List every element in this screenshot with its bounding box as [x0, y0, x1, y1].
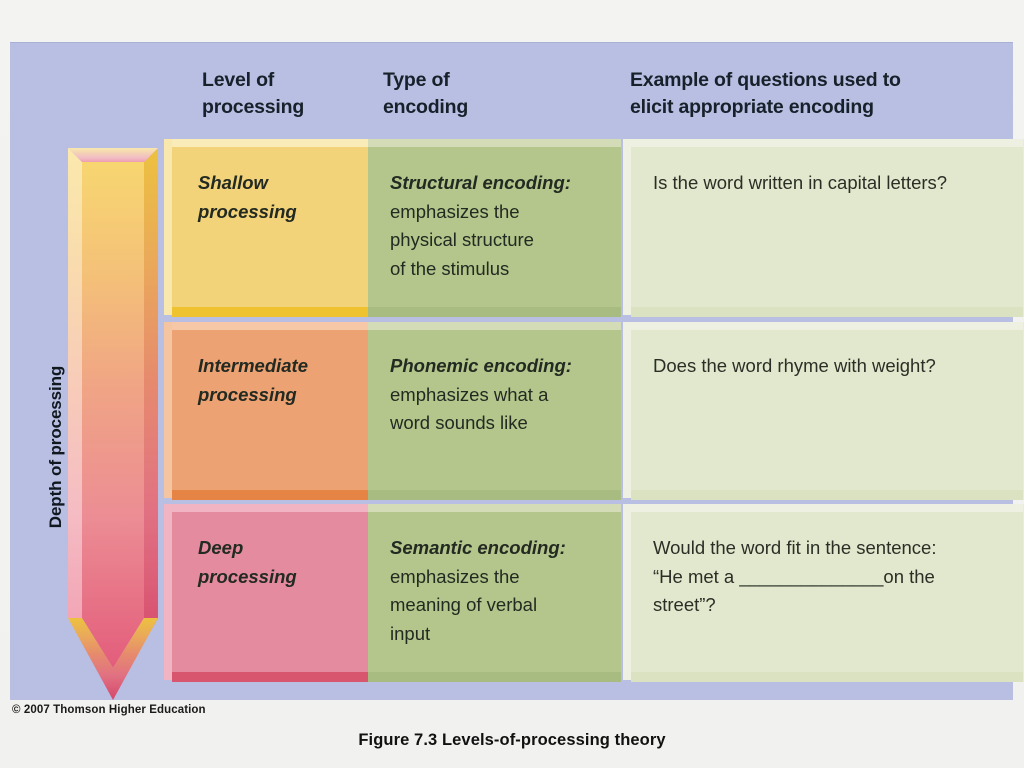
bevel-bottom	[631, 490, 1023, 500]
header-level-of-processing: Level of processing	[202, 69, 305, 118]
cell-example-intermediate: Does the word rhyme with weight?	[623, 322, 1024, 500]
cell-face	[368, 147, 621, 307]
bevel-bottom	[631, 307, 1023, 317]
depth-of-processing-label: Depth of processing	[46, 365, 65, 529]
column-headers: Level of processing Type of encoding Exa…	[10, 42, 1013, 142]
down-arrow-icon	[68, 148, 158, 700]
bevel-top	[172, 504, 368, 512]
cell-face	[631, 512, 1023, 672]
encoding-lead: Semantic encoding:	[390, 537, 566, 558]
cell-face	[172, 330, 368, 490]
encoding-body: emphasizes what a word sounds like	[390, 383, 549, 434]
bevel-top	[631, 504, 1023, 512]
bevel-bottom	[368, 672, 621, 682]
example-text: Would the word fit in the sentence: “He …	[653, 537, 937, 615]
cell-face	[172, 147, 368, 307]
bevel-left	[623, 504, 631, 680]
header-example-questions: Example of questions used to elicit appr…	[630, 69, 901, 118]
cell-level-shallow: Shallow processing	[164, 139, 368, 317]
bevel-top	[368, 139, 621, 147]
encoding-lead: Structural encoding:	[390, 172, 571, 193]
cell-face	[368, 330, 621, 490]
bevel-top	[368, 322, 621, 330]
depth-of-processing-arrow	[68, 148, 158, 700]
copyright-notice: © 2007 Thomson Higher Education	[12, 704, 206, 716]
bevel-top	[172, 322, 368, 330]
bevel-bottom	[631, 672, 1023, 682]
encoding-body: emphasizes the physical structure of the…	[390, 200, 534, 279]
cell-example-deep: Would the word fit in the sentence: “He …	[623, 504, 1024, 682]
cell-encoding-phonemic: Phonemic encoding: emphasizes what a wor…	[368, 322, 621, 500]
level-text: Shallow processing	[198, 172, 297, 222]
cell-encoding-semantic: Semantic encoding: emphasizes the meanin…	[368, 504, 621, 682]
bevel-left	[164, 139, 172, 315]
header-type-of-encoding: Type of encoding	[383, 69, 469, 118]
bevel-top	[631, 322, 1023, 330]
level-text: Intermediate processing	[198, 355, 309, 405]
cell-level-intermediate: Intermediate processing	[164, 322, 368, 500]
encoding-body: emphasizes the meaning of verbal input	[390, 565, 538, 644]
cell-level-deep: Deep processing	[164, 504, 368, 682]
cell-face	[368, 512, 621, 672]
bevel-top	[368, 504, 621, 512]
figure-caption: Figure 7.3 Levels-of-processing theory	[358, 731, 666, 749]
bevel-bottom	[172, 307, 368, 317]
bevel-left	[623, 139, 631, 315]
bevel-left	[164, 504, 172, 680]
level-text: Deep processing	[198, 537, 297, 587]
bevel-left	[164, 322, 172, 498]
encoding-lead: Phonemic encoding:	[390, 355, 572, 376]
cell-example-shallow: Is the word written in capital letters?	[623, 139, 1024, 317]
cell-face	[631, 147, 1023, 307]
figure-panel: Level of processing Type of encoding Exa…	[10, 42, 1024, 700]
bevel-bottom	[172, 672, 368, 682]
bevel-bottom	[172, 490, 368, 500]
bevel-bottom	[368, 307, 621, 317]
example-text: Is the word written in capital letters?	[653, 172, 948, 193]
example-text: Does the word rhyme with weight?	[653, 355, 936, 376]
bevel-left	[623, 322, 631, 498]
bevel-top	[172, 139, 368, 147]
bevel-bottom	[368, 490, 621, 500]
cell-face	[172, 512, 368, 672]
cell-face	[631, 330, 1023, 490]
bevel-top	[631, 139, 1023, 147]
cell-encoding-structural: Structural encoding: emphasizes the phys…	[368, 139, 621, 317]
